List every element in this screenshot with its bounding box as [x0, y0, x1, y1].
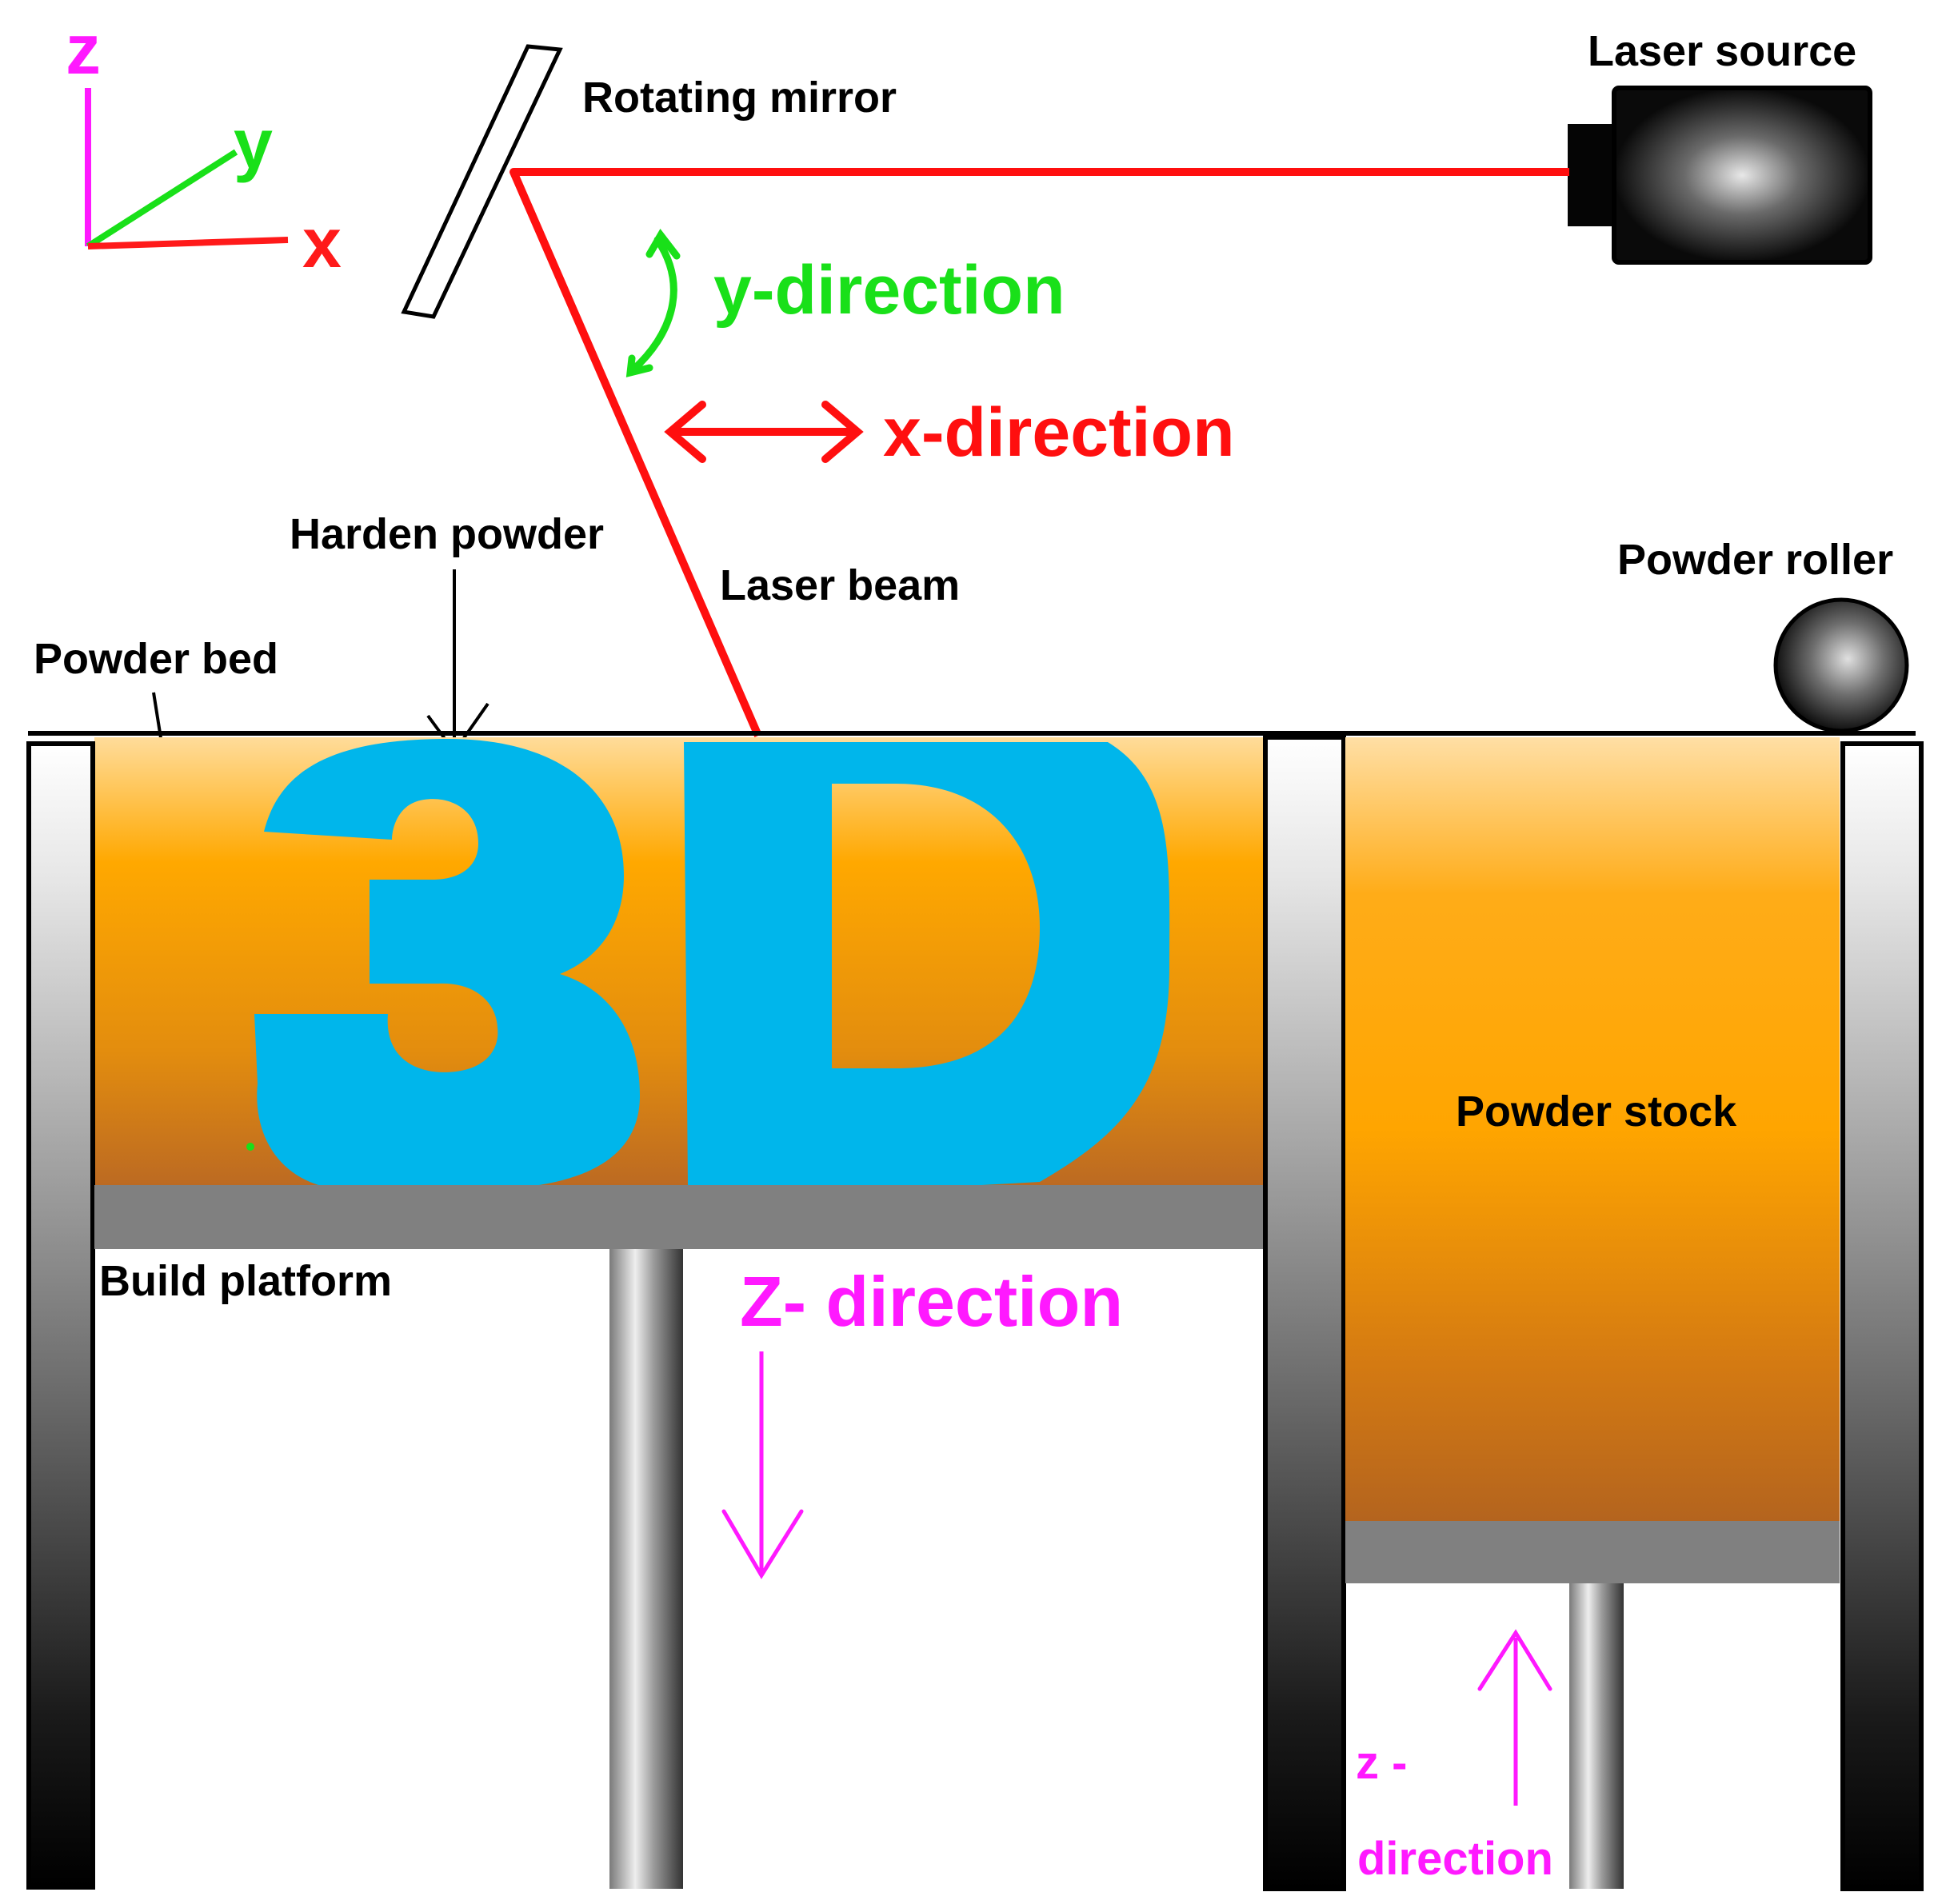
- y-axis-line: [86, 149, 238, 249]
- laser-beam-label: Laser beam: [720, 561, 960, 609]
- rotating-mirror-label: Rotating mirror: [582, 74, 897, 122]
- z-direction-stock-label-2: direction: [1357, 1833, 1553, 1885]
- z-direction-stock-label-1: z -: [1356, 1737, 1407, 1789]
- laser-beam: [509, 168, 1569, 737]
- stock-platform: [1345, 1521, 1840, 1583]
- powder-bed-label: Powder bed: [34, 635, 278, 683]
- y-axis-label: y: [234, 104, 273, 183]
- part-letter-d: [684, 742, 1170, 1187]
- harden-powder-label: Harden powder: [290, 510, 604, 558]
- rotating-mirror: [401, 44, 563, 319]
- z-direction-stock-arrow: [1477, 1629, 1552, 1806]
- z-direction-main-arrow: [721, 1351, 804, 1579]
- laser-source: [1568, 86, 1872, 265]
- build-platform: [94, 1185, 1264, 1249]
- build-platform-label: Build platform: [99, 1257, 392, 1305]
- axis-triad: z y x: [66, 10, 342, 282]
- part-digit-3: [254, 739, 640, 1190]
- x-direction-label: x-direction: [883, 394, 1235, 471]
- y-direction-arrow: [625, 228, 681, 377]
- build-piston: [609, 1249, 683, 1889]
- x-axis-label: x: [302, 203, 342, 282]
- laser-body: [1612, 86, 1872, 265]
- x-axis-line: [87, 237, 289, 249]
- y-direction-label: y-direction: [713, 252, 1065, 329]
- green-speck: [246, 1143, 254, 1151]
- powder-stock-label: Powder stock: [1456, 1088, 1737, 1136]
- powder-stock: [1345, 737, 1840, 1521]
- powder-roller: [1773, 597, 1909, 733]
- center-wall: [1263, 735, 1346, 1891]
- z-axis-label: z: [66, 10, 101, 89]
- laser-source-label: Laser source: [1588, 27, 1856, 75]
- stock-piston: [1569, 1583, 1624, 1889]
- left-wall: [26, 741, 95, 1890]
- right-wall: [1840, 741, 1924, 1891]
- laser-nozzle: [1568, 124, 1617, 226]
- x-direction-arrow: [664, 401, 864, 463]
- printed-part-3d: [254, 739, 1170, 1190]
- z-direction-main-label: Z- direction: [740, 1262, 1123, 1341]
- powder-roller-label: Powder roller: [1617, 536, 1893, 584]
